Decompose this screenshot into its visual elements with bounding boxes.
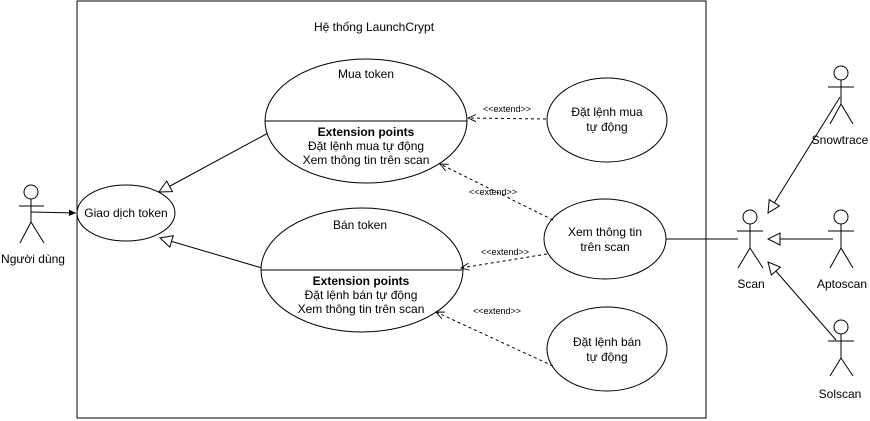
generalization-sell-trade xyxy=(160,238,263,269)
usecase-buy-ext-header: Extension points xyxy=(318,125,415,139)
actor-solscan-label: Solscan xyxy=(819,387,862,401)
actor-scan-label: Scan xyxy=(737,277,764,291)
extend-view-sell xyxy=(461,253,548,268)
usecase-view-scan-line1: Xem thông tin xyxy=(568,225,642,239)
usecase-sell-ext-2: Xem thông tin trên scan xyxy=(298,302,425,316)
extend-label-3: <<extend>> xyxy=(481,247,529,257)
generalization-snowtrace-scan xyxy=(768,96,841,213)
usecase-view-scan-line2: trên scan xyxy=(580,240,629,254)
usecase-view-scan[interactable]: Xem thông tin trên scan xyxy=(543,198,667,280)
actor-solscan[interactable]: Solscan xyxy=(819,319,862,401)
usecase-sell-ext-1: Đặt lệnh bán tự động xyxy=(305,288,418,302)
usecase-buy-ext-1: Đặt lệnh mua tự động xyxy=(308,139,424,153)
assoc-user-trade xyxy=(30,209,77,217)
actor-scan[interactable]: Scan xyxy=(737,209,765,291)
usecase-auto-buy[interactable]: Đặt lệnh mua tự động xyxy=(546,77,668,163)
extend-autobuy-buy xyxy=(468,118,547,119)
usecase-trade-label: Giao dịch token xyxy=(84,206,167,220)
usecase-buy-title: Mua token xyxy=(338,67,394,81)
actor-aptoscan-label: Aptoscan xyxy=(817,277,867,291)
actor-user[interactable]: Người dùng xyxy=(1,184,65,266)
usecase-auto-sell-line1: Đặt lệnh bán xyxy=(573,335,641,349)
usecase-auto-sell-line2: tự động xyxy=(586,350,627,364)
extend-label-4: <<extend>> xyxy=(473,306,521,316)
generalization-buy-trade xyxy=(159,131,271,192)
usecase-sell-title: Bán token xyxy=(333,218,387,232)
usecase-auto-buy-line2: tự động xyxy=(586,120,627,134)
actor-aptoscan[interactable]: Aptoscan xyxy=(817,209,867,291)
usecase-buy[interactable]: Mua token Extension points Đặt lệnh mua … xyxy=(264,58,468,184)
usecase-sell[interactable]: Bán token Extension points Đặt lệnh bán … xyxy=(260,207,464,333)
actor-user-label: Người dùng xyxy=(1,252,65,266)
usecase-auto-buy-line1: Đặt lệnh mua xyxy=(571,105,643,119)
extend-label-1: <<extend>> xyxy=(483,104,531,114)
usecase-sell-ext-header: Extension points xyxy=(313,274,410,288)
generalization-solscan-scan xyxy=(768,262,837,341)
actor-snowtrace-label: Snowtrace xyxy=(812,133,869,147)
system-title: Hệ thống LaunchCrypt xyxy=(314,20,435,34)
actor-snowtrace[interactable]: Snowtrace xyxy=(812,65,869,147)
extend-label-2: <<extend>> xyxy=(469,187,517,197)
usecase-trade[interactable]: Giao dịch token xyxy=(76,184,176,242)
usecase-auto-sell[interactable]: Đặt lệnh bán tự động xyxy=(546,306,668,392)
usecase-buy-ext-2: Xem thông tin trên scan xyxy=(303,153,430,167)
